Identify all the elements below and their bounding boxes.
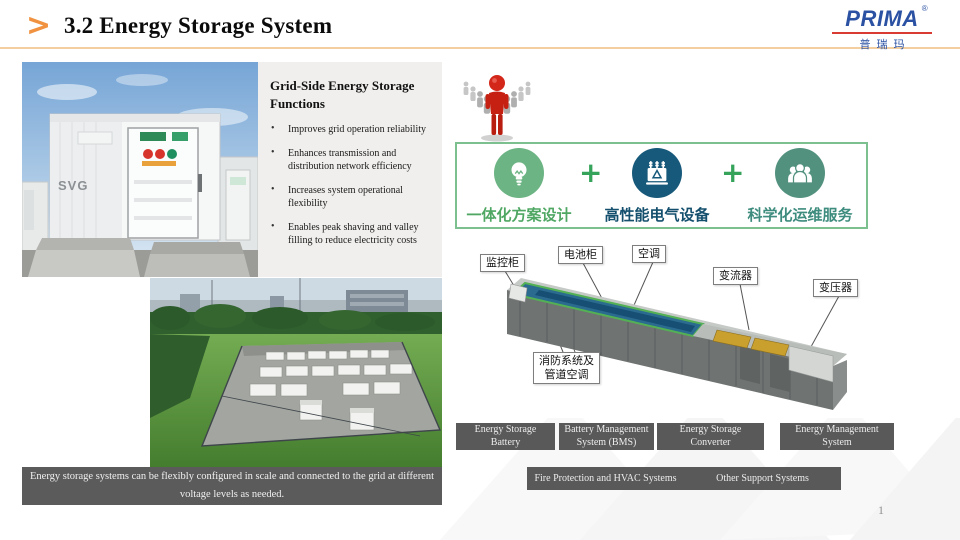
leader-crowd-graphic: [463, 75, 531, 142]
system-box-bms: Battery Management System (BMS): [559, 423, 654, 450]
system-box-other: Other Support Systems: [716, 473, 809, 484]
photo-container-closeup: [22, 62, 258, 277]
solution-label: 一体化方案设计: [466, 206, 572, 224]
plus-sign: +: [579, 156, 603, 189]
functions-panel-title: Grid-Side Energy Storage Functions: [270, 78, 415, 111]
solution-label: 科学化运维服务: [747, 206, 853, 224]
prima-logo: PRIMA ® 普瑞玛: [826, 4, 938, 52]
system-box-converter: Energy Storage Converter: [657, 423, 764, 450]
system-box-support: Fire Protection and HVAC Systems Other S…: [527, 467, 841, 490]
lightbulb-icon: [494, 148, 544, 198]
function-bullet: Enables peak shaving and valley filling …: [270, 221, 432, 247]
container-svg-label: SVG: [58, 178, 89, 193]
photo-storage-plant-aerial: [150, 278, 442, 467]
solution-item-design: 一体化方案设计: [449, 148, 589, 225]
callout-monitoring-cabinet: 监控柜: [480, 254, 525, 272]
registered-mark: ®: [921, 4, 928, 13]
callout-air-conditioner: 空调: [632, 245, 666, 263]
logo-brand-text: PRIMA: [845, 6, 919, 31]
header-chevron-icon: >: [26, 8, 52, 43]
header-divider: [0, 47, 960, 49]
container-diagram: 监控柜 电池柜 空调 变流器 变压器 消防系统及 管道空调: [455, 234, 875, 420]
solution-item-service: 科学化运维服务: [730, 148, 870, 225]
solution-box: 一体化方案设计 + 高性能电气设备 +: [455, 142, 868, 229]
callout-transformer: 变压器: [813, 279, 858, 297]
system-box-fire-hvac: Fire Protection and HVAC Systems: [534, 473, 677, 484]
logo-subtitle: 普瑞玛: [859, 38, 911, 51]
plus-sign: +: [721, 156, 745, 189]
callout-battery-cabinet: 电池柜: [558, 246, 603, 264]
solution-item-equipment: 高性能电气设备: [587, 148, 727, 225]
container-diagram-drawing: [504, 261, 847, 410]
function-bullet: Increases system operational flexibility: [270, 184, 432, 210]
page-number: 1: [878, 503, 884, 517]
callout-fire-hvac: 消防系统及 管道空调: [533, 352, 600, 384]
solution-label: 高性能电气设备: [604, 206, 710, 224]
transformer-icon: [632, 148, 682, 198]
system-box-ems: Energy Management System: [780, 423, 894, 450]
team-icon: [775, 148, 825, 198]
logo-underline: [832, 32, 932, 34]
slide-caption: Energy storage systems can be flexibly c…: [22, 467, 442, 505]
function-bullet: Improves grid operation reliability: [270, 123, 432, 136]
functions-panel: Grid-Side Energy Storage Functions Impro…: [258, 62, 442, 277]
system-box-battery: Energy Storage Battery: [456, 423, 555, 450]
page-title: 3.2 Energy Storage System: [64, 13, 333, 38]
callout-converter: 变流器: [713, 267, 758, 285]
function-bullet: Enhances transmission and distribution n…: [270, 147, 432, 173]
